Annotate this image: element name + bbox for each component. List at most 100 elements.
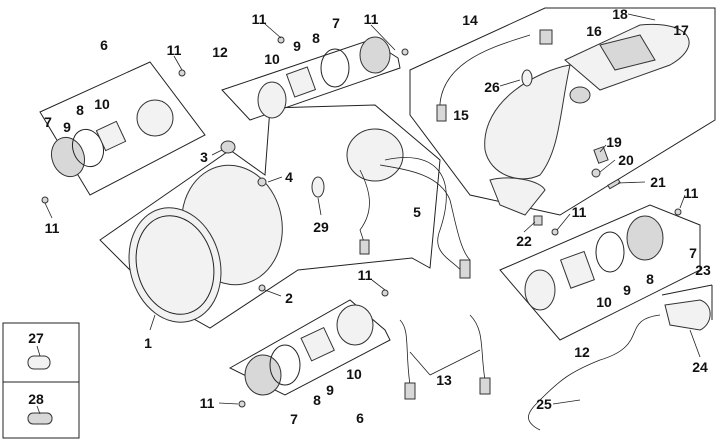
gasket-8 — [320, 48, 350, 88]
callout: 11 — [45, 220, 60, 236]
callout: 29 — [313, 219, 329, 235]
bulb-holder-10 — [95, 120, 127, 152]
turn-signal-top-left — [41, 69, 186, 204]
lens-7 — [50, 136, 86, 178]
nut-4 — [257, 177, 267, 187]
callout: 6 — [100, 37, 108, 53]
callout: 4 — [285, 169, 293, 185]
callout: 22 — [516, 233, 532, 249]
callout: 8 — [313, 392, 321, 408]
callout: 5 — [413, 204, 421, 220]
callout: 11 — [252, 11, 267, 27]
gasket-8 — [595, 231, 625, 273]
callout-labels: 11 6 11 7 9 8 10 11 12 10 9 8 7 11 14 18… — [28, 6, 711, 427]
callout: 20 — [618, 152, 634, 168]
callout: 9 — [326, 382, 334, 398]
group-outline-14 — [409, 7, 716, 216]
callout: 15 — [453, 107, 469, 123]
callout: 28 — [28, 391, 44, 407]
turn-signal-top — [257, 36, 409, 119]
holder-10 — [559, 250, 595, 289]
grommet-3 — [220, 140, 236, 154]
group-outline-12-right — [499, 204, 701, 341]
holder-10 — [300, 326, 335, 362]
washer-20 — [591, 168, 601, 178]
callout: 7 — [44, 114, 52, 130]
screw-21 — [607, 178, 621, 190]
callout: 27 — [28, 330, 44, 346]
callout: 11 — [200, 395, 215, 411]
lamp-24 — [664, 299, 711, 331]
callout: 8 — [76, 102, 84, 118]
callout: 26 — [484, 79, 500, 95]
bulb-and-harness — [311, 128, 471, 279]
callout: 7 — [332, 15, 340, 31]
callout: 11 — [572, 204, 587, 220]
license-light — [528, 299, 711, 431]
callout: 17 — [673, 22, 689, 38]
connector-15 — [436, 104, 447, 122]
lens-7 — [626, 215, 664, 261]
wire-harness-13 — [399, 314, 491, 400]
base-12 — [257, 81, 287, 119]
nut-22 — [533, 215, 543, 226]
callout: 2 — [285, 290, 293, 306]
lens-7 — [359, 36, 391, 74]
callout: 14 — [462, 12, 478, 28]
inset-box-28 — [2, 381, 80, 439]
connector-5 — [459, 259, 471, 279]
callout: 7 — [689, 245, 697, 261]
reflector-16 — [599, 34, 656, 71]
headlight-assembly — [128, 140, 283, 323]
callout: 12 — [212, 44, 228, 60]
turn-signal-bottom — [238, 289, 389, 408]
screw-11 — [41, 196, 49, 204]
callout: 11 — [684, 185, 699, 201]
callout: 10 — [346, 366, 362, 382]
callout: 10 — [94, 96, 110, 112]
callout: 8 — [646, 271, 654, 287]
callout: 9 — [293, 38, 301, 54]
callout: 6 — [356, 410, 364, 426]
callout: 12 — [574, 344, 590, 360]
group-bracket-23 — [661, 284, 713, 296]
turn-signal-right — [524, 208, 682, 311]
callout: 10 — [264, 51, 280, 67]
callout: 16 — [586, 23, 602, 39]
bucket-cover — [346, 128, 404, 182]
group-outline-1 — [99, 104, 441, 329]
lens-7 — [244, 354, 282, 396]
callout: 9 — [63, 119, 71, 135]
bulb-29 — [311, 176, 325, 198]
housing-6 — [336, 304, 374, 346]
callout: 25 — [536, 396, 552, 412]
callout: 21 — [650, 174, 666, 190]
callout: 1 — [144, 335, 152, 351]
callout: 10 — [596, 294, 612, 310]
callout: 24 — [692, 359, 708, 375]
callout: 18 — [612, 6, 628, 22]
callout: 19 — [606, 134, 622, 150]
base-12 — [524, 269, 556, 311]
callout: 7 — [290, 411, 298, 427]
callout: 9 — [623, 282, 631, 298]
callout: 23 — [695, 262, 711, 278]
gasket-8 — [269, 344, 301, 386]
group-outline-12-top — [221, 39, 401, 121]
group-outline-6-bottom — [228, 299, 391, 396]
callout: 8 — [312, 30, 320, 46]
bulb-27 — [27, 355, 51, 370]
bulb-28 — [27, 412, 53, 425]
tail-light-assembly — [436, 23, 690, 226]
leader-lines — [36, 13, 701, 415]
callout: 13 — [436, 372, 452, 388]
holder-10 — [285, 66, 317, 98]
screw-2 — [258, 284, 266, 292]
housing-6 — [136, 99, 174, 137]
callout: 11 — [167, 42, 182, 58]
callout: 11 — [358, 267, 373, 283]
bulb-26 — [521, 69, 533, 87]
callout: 3 — [200, 149, 208, 165]
bolt-19 — [593, 146, 609, 164]
